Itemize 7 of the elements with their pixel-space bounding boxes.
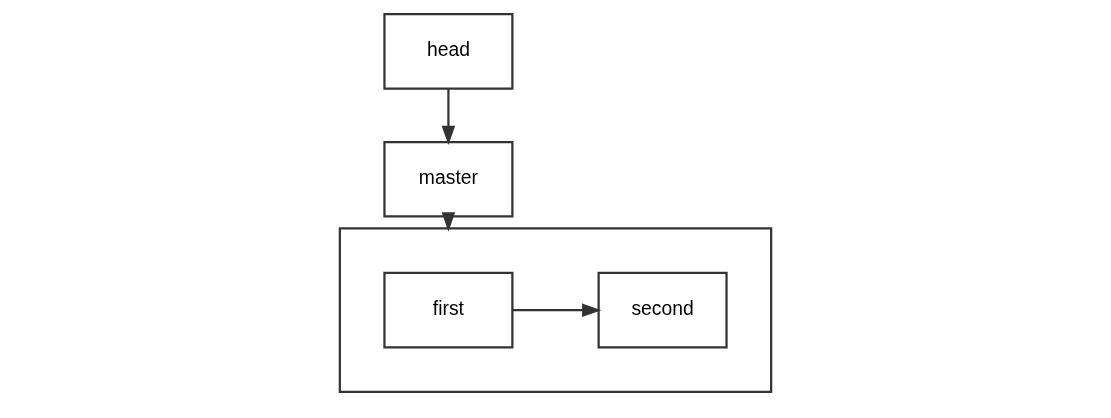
cluster: [338, 227, 773, 394]
arrow: [441, 212, 456, 232]
arrow: [441, 89, 456, 146]
node-box: head: [383, 13, 514, 90]
node-box: first: [383, 271, 514, 349]
node-box: second: [597, 271, 728, 349]
arrow: [512, 303, 602, 317]
